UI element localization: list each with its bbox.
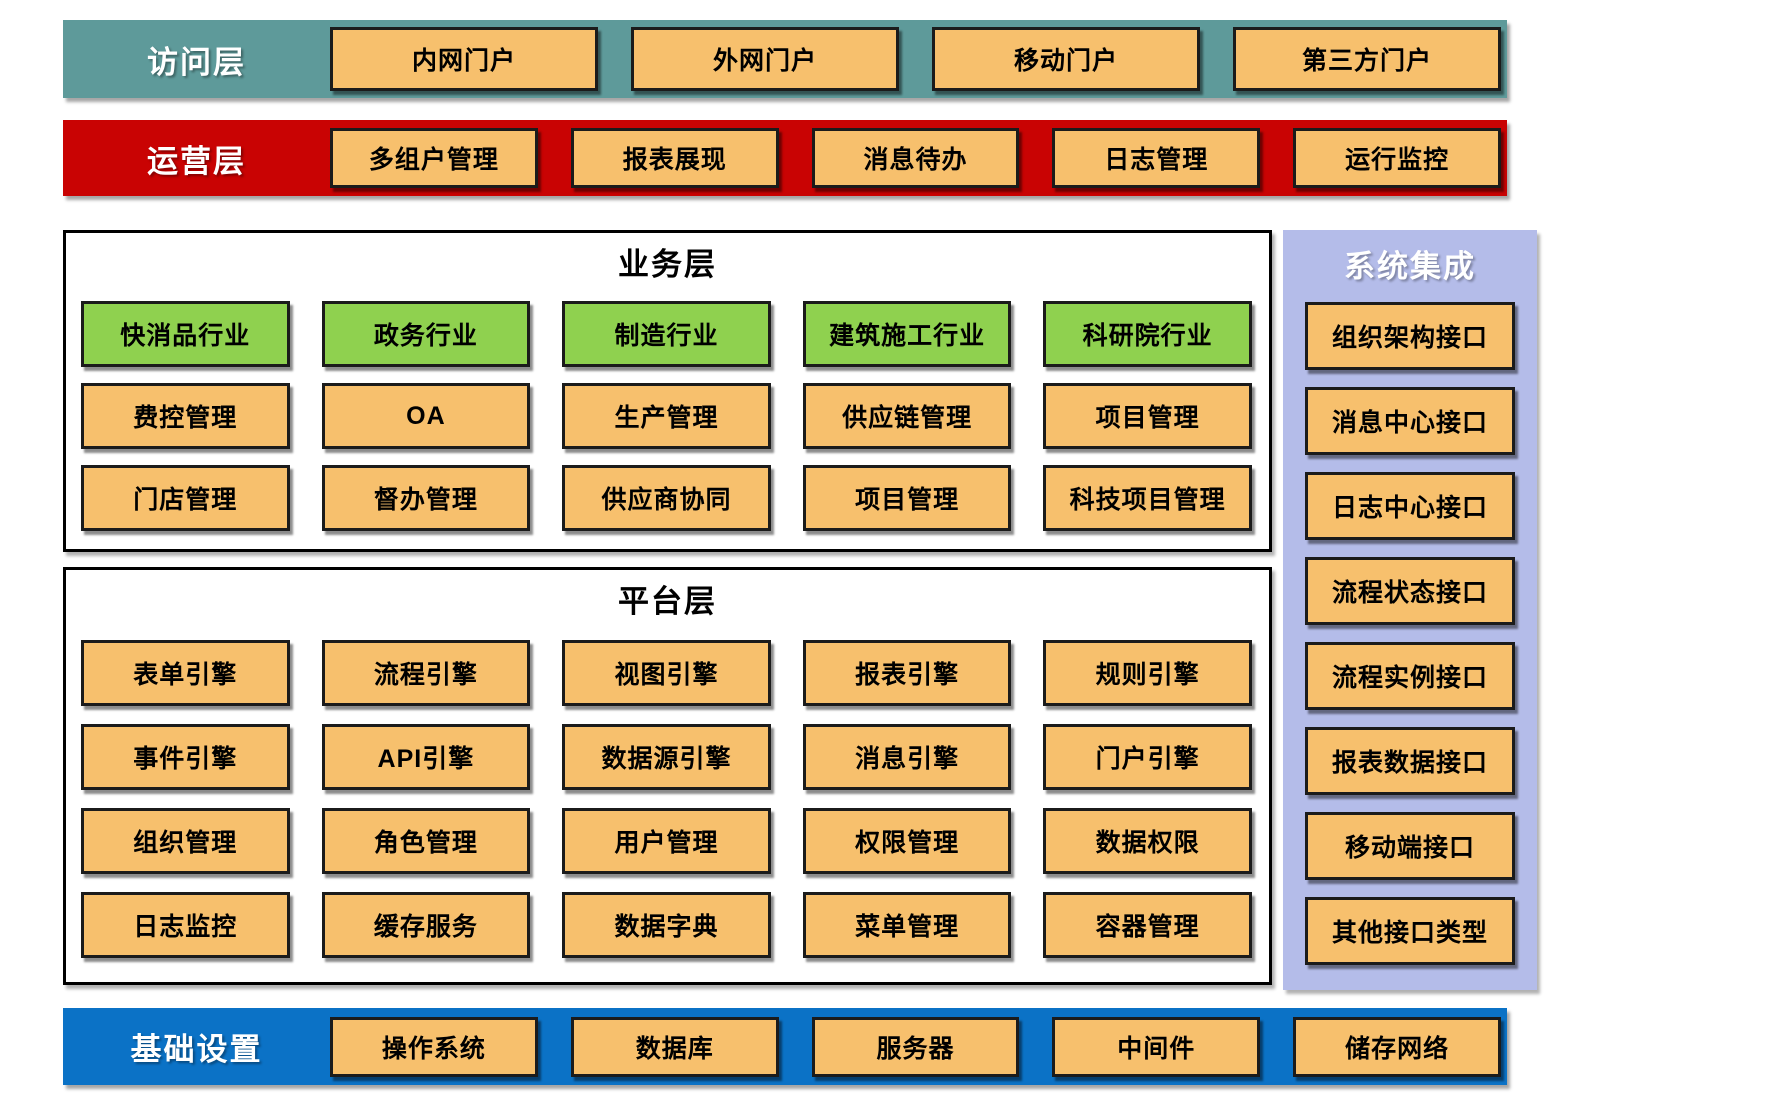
operations-box: 多组户管理 (330, 128, 538, 188)
business-app-box: 费控管理 (81, 383, 290, 449)
business-app-box: 督办管理 (321, 465, 531, 531)
interface-box: 流程实例接口 (1305, 642, 1515, 710)
platform-capability-box: 用户管理 (562, 808, 771, 874)
platform-capability-box: 权限管理 (802, 808, 1012, 874)
platform-capability-box: 视图引擎 (562, 640, 771, 706)
interface-box: 日志中心接口 (1305, 472, 1515, 540)
interface-box: 报表数据接口 (1305, 727, 1515, 795)
platform-capability-box: 角色管理 (321, 808, 531, 874)
platform-capability-box: 组织管理 (81, 808, 290, 874)
industry-box: 科研院行业 (1043, 301, 1252, 367)
access-portal-box: 第三方门户 (1233, 27, 1501, 91)
operations-box: 消息待办 (811, 128, 1020, 188)
business-app-box: 供应链管理 (802, 383, 1012, 449)
business-app-box: OA (321, 383, 531, 449)
infrastructure-box: 服务器 (811, 1016, 1020, 1077)
system-integration-panel: 系统集成 组织架构接口消息中心接口日志中心接口流程状态接口流程实例接口报表数据接… (1283, 230, 1537, 990)
integration-interface-list: 组织架构接口消息中心接口日志中心接口流程状态接口流程实例接口报表数据接口移动端接… (1305, 302, 1515, 965)
business-app-box: 科技项目管理 (1043, 465, 1252, 531)
platform-row-2: 事件引擎 API引擎数据源引擎消息引擎门户引擎 (81, 724, 1252, 790)
interface-box: 移动端接口 (1305, 812, 1515, 880)
access-layer-label: 访问层 (147, 44, 246, 80)
platform-row-1: 表单引擎流程引擎视图引擎报表引擎规则引擎 (81, 640, 1252, 706)
platform-capability-box: 表单引擎 (81, 640, 290, 706)
platform-layer-title: 平台层 (618, 584, 717, 619)
operations-box: 运行监控 (1293, 128, 1501, 188)
business-app-box: 生产管理 (562, 383, 771, 449)
business-app-box: 供应商协同 (562, 465, 771, 531)
system-integration-title: 系统集成 (1344, 249, 1476, 284)
infrastructure-box: 储存网络 (1293, 1016, 1501, 1077)
access-portal-box: 外网门户 (631, 27, 899, 91)
platform-capability-box: 事件引擎 (81, 724, 290, 790)
platform-capability-box: 流程引擎 (321, 640, 531, 706)
access-layer-items: 内网门户外网门户移动门户第三方门户 (330, 20, 1507, 98)
industry-box: 建筑施工行业 (802, 301, 1012, 367)
industry-box: 制造行业 (562, 301, 771, 367)
industry-box: 快消品行业 (81, 301, 290, 367)
business-apps-row-1: 费控管理 OA 生产管理供应链管理项目管理 (81, 383, 1252, 449)
access-layer-band: 访问层 内网门户外网门户移动门户第三方门户 (63, 20, 1507, 98)
business-industries-row: 快消品行业政务行业制造行业建筑施工行业科研院行业 (81, 301, 1252, 367)
operations-box: 报表展现 (570, 128, 779, 188)
platform-capability-box: 门户引擎 (1043, 724, 1252, 790)
platform-capability-box: 缓存服务 (321, 892, 531, 958)
interface-box: 组织架构接口 (1305, 302, 1515, 370)
platform-capability-box: 数据字典 (562, 892, 771, 958)
platform-layer-section: 平台层 表单引擎流程引擎视图引擎报表引擎规则引擎 事件引擎 API引擎数据源引擎消… (63, 567, 1272, 985)
interface-box: 其他接口类型 (1305, 897, 1515, 965)
platform-row-3: 组织管理角色管理用户管理权限管理数据权限 (81, 808, 1252, 874)
platform-capability-box: 数据源引擎 (562, 724, 771, 790)
platform-capability-box: 消息引擎 (802, 724, 1012, 790)
operations-box: 日志管理 (1052, 128, 1261, 188)
business-app-box: 项目管理 (802, 465, 1012, 531)
platform-capability-box: 日志监控 (81, 892, 290, 958)
interface-box: 消息中心接口 (1305, 387, 1515, 455)
infrastructure-layer-band: 基础设置 操作系统数据库服务器中间件储存网络 (63, 1008, 1507, 1085)
access-portal-box: 内网门户 (330, 27, 598, 91)
industry-box: 政务行业 (321, 301, 531, 367)
access-portal-box: 移动门户 (932, 27, 1200, 91)
operations-layer-items: 多组户管理报表展现消息待办日志管理运行监控 (330, 120, 1507, 196)
business-app-box: 门店管理 (81, 465, 290, 531)
platform-capability-box: 数据权限 (1043, 808, 1252, 874)
business-layer-title: 业务层 (618, 247, 717, 282)
operations-layer-label: 运营层 (147, 143, 246, 179)
platform-capability-box: API引擎 (321, 724, 531, 790)
infrastructure-layer-label: 基础设置 (130, 1032, 263, 1067)
platform-capability-box: 规则引擎 (1043, 640, 1252, 706)
infrastructure-layer-items: 操作系统数据库服务器中间件储存网络 (330, 1008, 1507, 1085)
platform-capability-box: 菜单管理 (802, 892, 1012, 958)
operations-layer-band: 运营层 多组户管理报表展现消息待办日志管理运行监控 (63, 120, 1507, 196)
platform-capability-box: 容器管理 (1043, 892, 1252, 958)
interface-box: 流程状态接口 (1305, 557, 1515, 625)
business-apps-row-2: 门店管理督办管理供应商协同项目管理科技项目管理 (81, 465, 1252, 531)
business-app-box: 项目管理 (1043, 383, 1252, 449)
infrastructure-box: 操作系统 (330, 1016, 538, 1077)
infrastructure-box: 中间件 (1052, 1016, 1261, 1077)
infrastructure-box: 数据库 (570, 1016, 779, 1077)
platform-row-4: 日志监控缓存服务数据字典菜单管理容器管理 (81, 892, 1252, 958)
platform-capability-box: 报表引擎 (802, 640, 1012, 706)
